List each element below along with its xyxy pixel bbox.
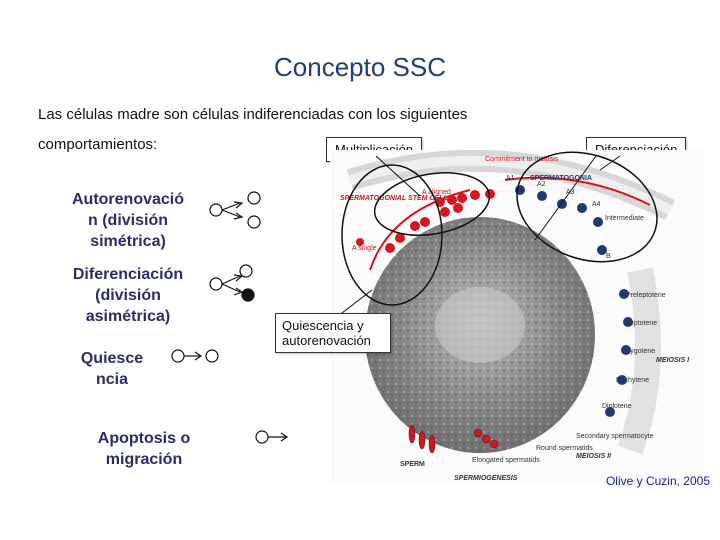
connector-line xyxy=(535,156,596,240)
figure-credit: Olive y Cuzin, 2005 xyxy=(606,474,710,488)
connector-line xyxy=(376,156,420,196)
label-quiescencia-autorenovacion: Quiescencia y autorenovación xyxy=(275,313,391,353)
aligned-highlight-ellipse xyxy=(370,164,495,243)
spermatogonia-highlight-ellipse xyxy=(502,134,673,281)
